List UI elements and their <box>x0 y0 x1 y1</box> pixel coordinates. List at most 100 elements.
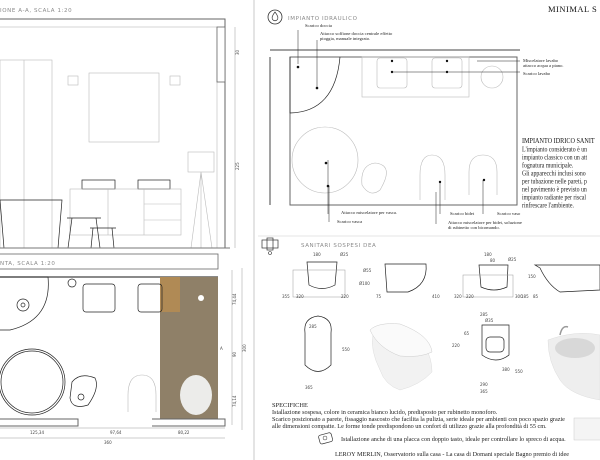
bidet-render <box>547 325 600 401</box>
sanitari-section: SANITARI SOSPESI DEA 180 Ø25 355 320 220… <box>261 237 600 458</box>
dim-label: 150 <box>528 274 536 279</box>
wc-render <box>369 323 433 391</box>
dim-label: 300 <box>242 344 247 352</box>
impianto-line: fognatura municipale. <box>522 162 574 170</box>
bidet-side-view <box>533 264 600 293</box>
dim-label: 360 <box>104 440 112 445</box>
footer-credit: LEROY MERLIN, Osservatorio sulla casa - … <box>335 451 569 458</box>
label-miscelatore-lavabo-2: attacco acqua a piano. <box>523 63 564 68</box>
dim-label: 74,14 <box>232 395 237 407</box>
dim-label: 320 <box>296 294 304 299</box>
dim-label: 220 <box>466 294 474 299</box>
wall-toilet-icon <box>261 237 279 255</box>
water-drop-icon <box>267 9 283 25</box>
wc-side-view <box>384 263 427 293</box>
dim-label: 365 <box>305 385 313 390</box>
dim-label: 220 <box>341 294 349 299</box>
bathtub-round <box>0 348 66 416</box>
shower-enclosure <box>0 59 53 249</box>
specs-line: Scarico posizionato a parete, fissaggio … <box>272 416 565 423</box>
dim-label: 320 <box>454 294 462 299</box>
label-miscelatore-bidet: Attacco miscelatore per bidet, soluzione <box>448 220 522 226</box>
dim-label: 365 <box>480 389 488 394</box>
dim-label: 225 <box>235 162 240 170</box>
impianto-line: nel pavimento è previsto un <box>522 186 588 194</box>
hydraulic-plan: MINIMAL S IMPIANTO IDRAULICO Scarico doc… <box>267 4 597 230</box>
dim-label: 180 <box>484 252 492 257</box>
label-soffione-2: pioggia, manuale integrato. <box>320 36 370 42</box>
label-scarico-vasca: Scarico vasca <box>337 219 362 224</box>
label-scarico-bidet: Scarico bidet <box>450 211 475 216</box>
washbasin <box>137 283 163 313</box>
vanity-cabinet <box>69 188 182 236</box>
dim-label: Ø25 <box>340 252 349 257</box>
impianto-line: rinfrescare l'ambiente. <box>522 202 574 210</box>
hydraulic-title: IMPIANTO IDRAULICO <box>288 16 358 22</box>
dim-label: 355 <box>282 294 290 299</box>
dim-label: 185 <box>521 294 529 299</box>
washbasin <box>82 283 116 313</box>
wall-strip <box>0 253 219 270</box>
label-miscelatore-vasca: Attacco miscelatore per vasca. <box>341 210 397 215</box>
wall-light <box>169 75 181 86</box>
dim-label: 285 <box>480 312 488 317</box>
dim-label: 80,22 <box>178 430 190 435</box>
impianto-line: Gli apparecchi inclusi sono <box>522 170 586 178</box>
flush-plate-image <box>573 417 600 441</box>
floor-plan: NTA, SCALA 1:20 125,34 97,64 80,22 360 7… <box>0 253 247 445</box>
shower <box>0 276 49 331</box>
dim-label: 220 <box>452 343 460 348</box>
specs-line: alle dimensioni compatte. Le forme tonde… <box>272 423 547 430</box>
impianto-line: impianto radiante per riscal <box>522 194 586 202</box>
dim-label: 550 <box>515 369 523 374</box>
dim-label: 30 <box>235 49 240 55</box>
label-scarico-lavabo: Scarico lavabo <box>523 71 551 76</box>
dim-label: Ø35 <box>485 318 494 323</box>
floor-lamp <box>187 151 215 173</box>
specs-title: SPECIFICHE <box>272 402 308 409</box>
dim-label: 65 <box>464 331 470 336</box>
dim-label: 180 <box>313 252 321 257</box>
impianto-title: IMPIANTO IDRICO SANIT <box>522 138 595 146</box>
dim-label: 285 <box>309 324 317 329</box>
dim-label: Ø25 <box>508 257 517 262</box>
sheet-title: MINIMAL S <box>548 4 597 14</box>
dim-label: 550 <box>342 347 350 352</box>
bidet <box>127 374 157 412</box>
bidet-front-view <box>478 264 509 291</box>
sanitari-title: SANITARI SOSPESI DEA <box>301 243 376 249</box>
bidet-top-view <box>481 324 510 361</box>
section-a-a: IONE A-A, SCALA 1:20 30 225 <box>0 8 240 249</box>
impianto-line: impianto classico con un att <box>522 154 587 162</box>
dim-label: 80 <box>490 258 496 263</box>
plate-note: Istallazione anche di una placca con dop… <box>341 436 566 443</box>
dim-label: 85 <box>533 294 539 299</box>
wc-front-view <box>306 261 338 289</box>
section-marker: A <box>220 346 223 351</box>
bathtub <box>0 199 63 249</box>
impianto-line: L'impianto considerato è un <box>522 146 588 154</box>
section-title: IONE A-A, SCALA 1:20 <box>0 8 72 14</box>
label-miscelatore-lavabo: Miscelatore lavabo <box>523 58 559 63</box>
dim-label: 125,34 <box>30 430 44 435</box>
label-soffione: Attacco soffione doccia centrale effetto <box>320 31 393 36</box>
stools <box>67 217 116 249</box>
wc-top-view <box>304 315 332 372</box>
dim-label: 75 <box>376 294 382 299</box>
dim-label: 290 <box>480 382 488 387</box>
dim-label: Ø100 <box>359 281 370 286</box>
dim-label: 90 <box>232 351 237 357</box>
label-scarico-doccia: Scarico doccia <box>305 23 332 28</box>
dim-label: 74,44 <box>232 293 237 305</box>
label-scarico-vaso: Scarico vaso <box>497 211 521 216</box>
dim-label: Ø55 <box>363 268 372 273</box>
impianto-description: IMPIANTO IDRICO SANIT L'impianto conside… <box>522 138 595 210</box>
mirror <box>88 72 160 143</box>
flush-button-icon <box>318 432 333 445</box>
specs-line: Istallazione sospesa, colore in ceramica… <box>272 409 498 416</box>
label-miscelatore-bidet-2: di rubinetto con bicomando. <box>448 225 500 230</box>
dim-label: 97,64 <box>110 430 122 435</box>
dim-label: 380 <box>502 367 510 372</box>
plan-title: NTA, SCALA 1:20 <box>0 261 55 267</box>
